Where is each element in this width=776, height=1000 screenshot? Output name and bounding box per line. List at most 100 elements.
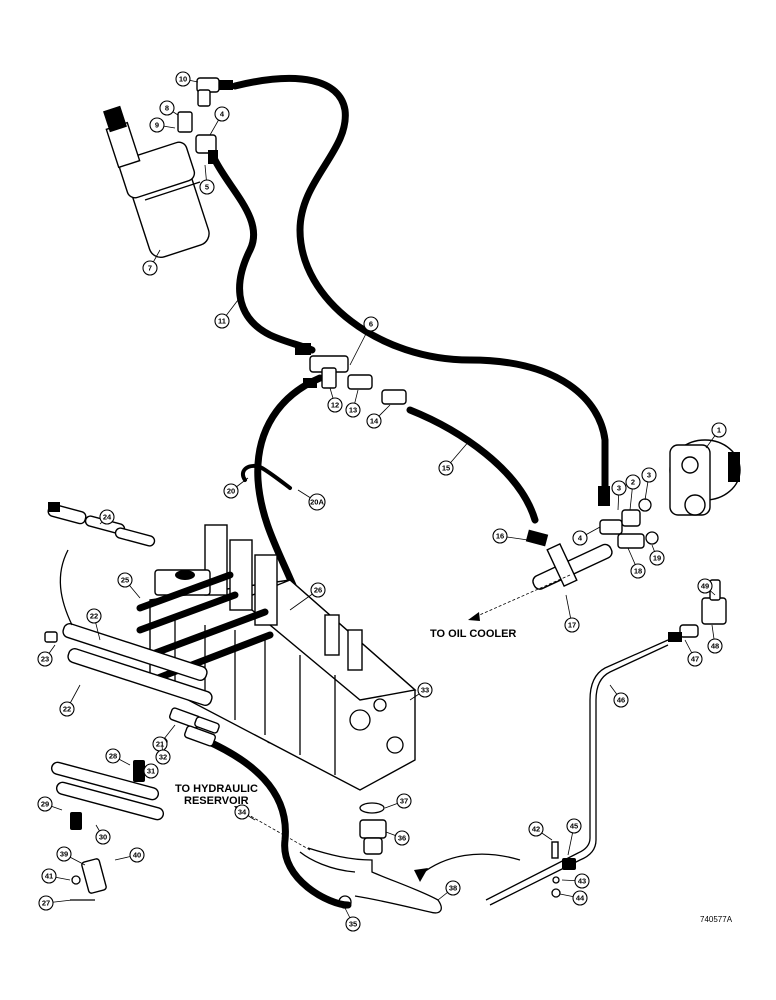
callout-number: 25 <box>121 576 129 585</box>
callout-number: 39 <box>60 850 68 859</box>
callout-number: 16 <box>496 532 504 541</box>
callout-circle <box>572 530 588 546</box>
callout-circle <box>310 582 326 598</box>
callout-25: 25 <box>117 572 141 599</box>
callout-27: 27 <box>38 895 73 911</box>
arrow-to-manifold <box>59 549 73 626</box>
bracket-39 <box>70 858 107 901</box>
callout-22: 22 <box>86 608 102 641</box>
callout-37: 37 <box>384 793 412 809</box>
fittings-21 <box>168 707 220 747</box>
fitting-48 <box>668 579 727 642</box>
arrow-oil-cooler <box>474 574 571 618</box>
callout-number: 5 <box>205 183 209 192</box>
callout-number: 32 <box>159 753 167 762</box>
callout-42: 42 <box>528 821 553 841</box>
callout-circle <box>59 701 75 717</box>
callout-46: 46 <box>609 684 629 708</box>
callout-number: 43 <box>578 877 586 886</box>
callout-3: 3 <box>611 480 627 511</box>
callout-circle <box>630 563 646 579</box>
callout-number: 15 <box>442 464 450 473</box>
callout-number: 38 <box>449 884 457 893</box>
callout-number: 23 <box>41 655 49 664</box>
cylinder-7 <box>103 105 210 258</box>
hose-6 <box>231 74 609 494</box>
callout-number: 12 <box>331 401 339 410</box>
callout-number: 4 <box>578 534 583 543</box>
callout-circle <box>566 818 582 834</box>
callout-circle <box>159 100 175 116</box>
callout-14: 14 <box>366 404 391 429</box>
callout-number: 19 <box>653 554 661 563</box>
callout-number: 46 <box>617 696 625 705</box>
callout-43: 43 <box>561 873 590 889</box>
callout-11: 11 <box>214 299 239 329</box>
callout-18: 18 <box>627 547 646 579</box>
callout-circle <box>175 71 191 87</box>
callout-circle <box>528 821 544 837</box>
callout-number: 6 <box>369 320 373 329</box>
callout-48: 48 <box>707 624 723 654</box>
hose-34 <box>201 736 352 909</box>
callout-circle <box>56 846 72 862</box>
callout-12: 12 <box>327 387 343 413</box>
callout-circle <box>574 873 590 889</box>
callout-circle <box>363 316 379 332</box>
tee-17 <box>525 529 613 590</box>
callout-number: 9 <box>155 121 159 130</box>
callout-circle <box>492 528 508 544</box>
callout-number: 14 <box>370 417 379 426</box>
callout-number: 44 <box>576 894 585 903</box>
callout-34: 34 <box>234 804 256 821</box>
callout-circle <box>143 763 159 779</box>
callout-number: 42 <box>532 825 540 834</box>
callout-number: 41 <box>45 872 53 881</box>
callout-20: 20 <box>223 477 249 499</box>
callout-circle <box>149 117 165 133</box>
callout-circle <box>327 397 343 413</box>
callout-leader <box>349 323 372 366</box>
callout-32: 32 <box>155 744 171 765</box>
callout-number: 49 <box>701 582 709 591</box>
callout-circle <box>308 493 326 511</box>
callout-number: 4 <box>220 110 225 119</box>
callout-circle <box>649 550 665 566</box>
callout-30: 30 <box>95 824 111 845</box>
callout-circle <box>417 682 433 698</box>
callout-circle <box>697 578 713 594</box>
callout-circle <box>95 829 111 845</box>
callout-circle <box>613 692 629 708</box>
callout-number: 34 <box>238 808 247 817</box>
callout-29: 29 <box>37 796 63 812</box>
callout-circle <box>366 413 382 429</box>
callout-3: 3 <box>641 467 657 501</box>
fitting-10 <box>196 77 233 107</box>
callout-circle <box>572 890 588 906</box>
callout-circle <box>41 868 57 884</box>
callout-circle <box>711 422 727 438</box>
callout-41: 41 <box>41 868 71 884</box>
callout-38: 38 <box>437 880 461 901</box>
callout-36: 36 <box>385 830 410 846</box>
callout-circle <box>641 467 657 483</box>
callout-circle <box>345 916 361 932</box>
callout-number: 18 <box>634 567 642 576</box>
callout-16: 16 <box>492 528 529 544</box>
callout-number: 28 <box>109 752 117 761</box>
callout-number: 20 <box>227 487 235 496</box>
clamp-detail <box>50 737 168 830</box>
callout-number: 35 <box>349 920 357 929</box>
callout-9: 9 <box>149 117 176 133</box>
callout-number: 21 <box>156 740 164 749</box>
callout-number: 22 <box>90 612 98 621</box>
callout-1: 1 <box>705 422 727 449</box>
tube-46 <box>485 639 669 906</box>
callout-circle <box>611 480 627 496</box>
callout-number: 13 <box>349 406 357 415</box>
arrow-to-tube <box>419 853 521 876</box>
hose-11 <box>211 156 316 354</box>
callout-10: 10 <box>175 71 199 87</box>
callout-number: 8 <box>165 104 169 113</box>
